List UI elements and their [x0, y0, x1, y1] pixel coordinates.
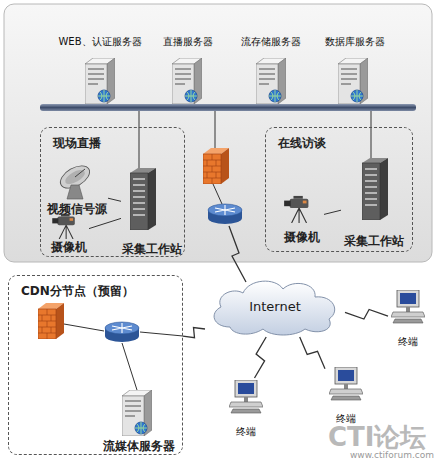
node-label: 数据库服务器 — [325, 35, 385, 48]
bus-wires — [139, 111, 371, 204]
terminal-node: 终端 — [388, 288, 428, 348]
group-box: 在线访谈摄像机 采集工作站 — [265, 127, 413, 252]
server-node: 数据库服务器 — [310, 35, 400, 107]
device-node: 采集工作站 — [121, 161, 183, 256]
wan-link — [345, 310, 388, 320]
system-frame — [4, 4, 432, 262]
network-bus — [40, 104, 416, 111]
workstation-icon — [362, 158, 388, 220]
node-label: Internet — [249, 300, 301, 313]
terminal-node: 终端 — [325, 365, 367, 425]
group-title: 在线访谈 — [278, 137, 326, 150]
device-node: 采集工作站 — [341, 156, 407, 248]
camera-icon — [52, 214, 75, 239]
wan-link — [300, 337, 325, 369]
server-icon — [122, 390, 152, 436]
node-label: 摄像机 — [284, 231, 320, 244]
server-node: 直播服务器 — [150, 35, 225, 107]
device-node: 流媒体服务器 — [101, 386, 176, 453]
node-label: 直播服务器 — [163, 35, 213, 48]
node-label: WEB、认证服务器 — [58, 35, 141, 48]
camera-icon — [284, 196, 308, 223]
node-label: 采集工作站 — [344, 235, 404, 248]
group-title: 现场直播 — [53, 137, 101, 150]
wan-link — [183, 328, 205, 338]
node-label: 流媒体服务器 — [103, 440, 175, 453]
workstation-icon — [130, 168, 156, 230]
group-box: 现场直播视频信号源摄像机 采集工作站 — [40, 127, 185, 257]
node-label: 采集工作站 — [122, 243, 182, 256]
pc-icon — [329, 367, 363, 400]
cloud-node: Internet — [205, 275, 345, 337]
server-node: 流存储服务器 — [228, 35, 313, 107]
server-icons — [85, 58, 368, 104]
firewall-icon — [203, 148, 229, 184]
router-icon — [208, 204, 242, 224]
wan-link — [255, 337, 267, 378]
device-node: 摄像机 — [279, 196, 324, 244]
cable-line — [108, 198, 121, 201]
router-icon — [105, 322, 139, 342]
watermark-url: www.ctiforum.com — [350, 450, 434, 460]
node-label: 终端 — [398, 335, 418, 348]
device-node: 视频信号源 — [46, 166, 108, 216]
cable-line — [89, 218, 121, 228]
pc-icon — [391, 290, 425, 323]
node-label: 摄像机 — [51, 241, 87, 254]
wan-link — [229, 226, 246, 282]
watermark-logo: CTI论坛 — [328, 420, 427, 455]
firewall-icon — [38, 303, 64, 339]
dish-icon — [57, 161, 94, 199]
pc-icon — [229, 380, 263, 413]
cable-line — [324, 210, 341, 214]
node-label: 视频信号源 — [47, 203, 107, 216]
node-label: 流存储服务器 — [241, 35, 301, 48]
group-box: CDN分节点（预留） 流媒体服务器 — [8, 275, 183, 455]
node-label: 终端 — [236, 425, 256, 438]
terminal-node: 终端 — [225, 378, 267, 438]
server-node: WEB、认证服务器 — [45, 35, 155, 107]
cdn-wires — [64, 324, 183, 390]
group-title: CDN分节点（预留） — [21, 285, 134, 298]
device-node: 摄像机 — [49, 216, 89, 254]
